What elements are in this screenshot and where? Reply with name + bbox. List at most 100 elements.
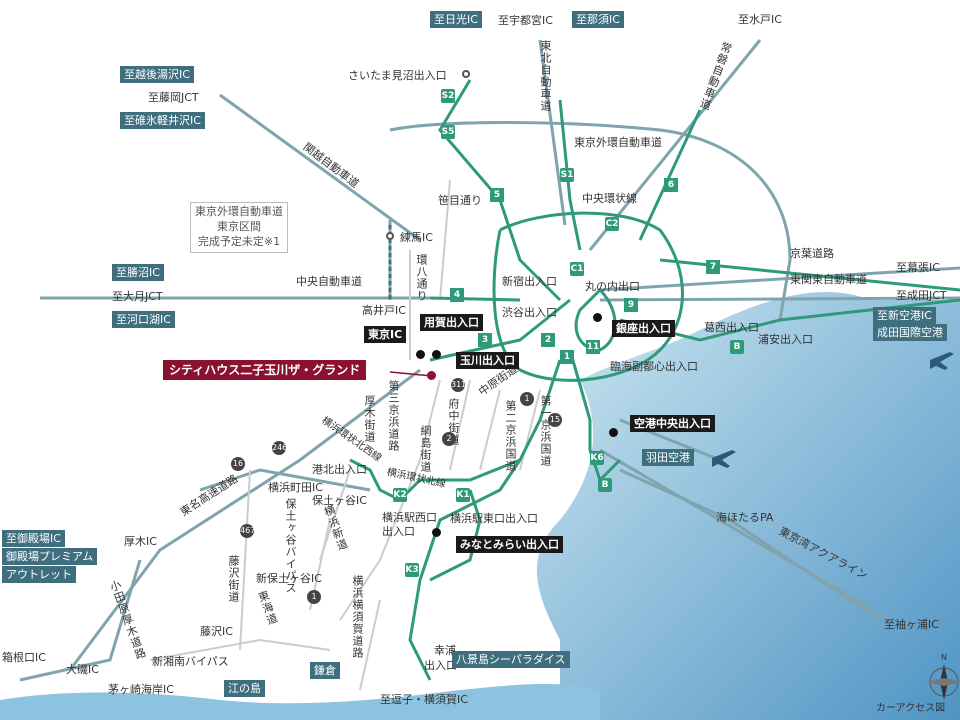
route-marker: 7	[706, 260, 720, 274]
ginza-marker	[593, 313, 602, 322]
road-chuo-expressway: 中央自動車道	[296, 275, 362, 288]
road-higashi-kanto: 東関東自動車道	[790, 273, 867, 286]
place-saitama-minuma: さいたま見沼出入口	[348, 69, 447, 82]
road-daiichi-keihin: 第一京浜国道	[539, 395, 552, 467]
airplane-icon	[930, 352, 954, 370]
minatomirai-marker	[432, 528, 441, 537]
place-umihotaru: 海ほたるPA	[716, 511, 774, 524]
route-marker: B	[730, 340, 744, 354]
place-shibuya: 渋谷出入口	[502, 306, 557, 319]
place-urayasu: 浦安出入口	[758, 333, 813, 346]
airplane-icon	[712, 450, 736, 468]
route-marker: 4	[450, 288, 464, 302]
dest-usui: 至碓氷軽井沢IC	[120, 112, 205, 129]
road-daisan-keihin: 第三京浜道路	[387, 380, 400, 452]
road-sasame: 笹目通り	[438, 194, 482, 207]
place-yokohama-nishi-deiriguchi: 出入口	[382, 525, 415, 538]
property-leader	[389, 371, 433, 377]
place-nerima: 練馬IC	[400, 231, 433, 244]
route-marker: 2	[541, 333, 555, 347]
route-marker: S1	[560, 168, 574, 182]
map-caption: カーアクセス図	[876, 703, 946, 714]
place-ginza: 銀座出入口	[612, 320, 675, 337]
national-road-shield: 16	[231, 457, 245, 471]
route-marker: K3	[405, 563, 419, 577]
dest-utsunomiya: 至宇都宮IC	[498, 14, 553, 27]
place-haneda: 羽田空港	[642, 449, 694, 466]
place-shinjuku: 新宿出入口	[502, 275, 557, 288]
place-atsugi: 厚木IC	[124, 535, 157, 548]
place-tamagawa: 玉川出入口	[456, 352, 519, 369]
dest-narita-jct: 至成田JCT	[896, 289, 947, 302]
compass-north-label: N	[941, 653, 947, 662]
route-marker: K1	[456, 488, 470, 502]
national-road-shield: 15	[548, 413, 562, 427]
place-minatomirai: みなとみらい出入口	[456, 536, 563, 553]
place-oiso: 大磯IC	[66, 663, 99, 676]
place-chigasaki: 茅ヶ崎海岸IC	[108, 683, 174, 696]
road-hodogaya-bypass: 保土ヶ谷バイパス	[284, 498, 297, 594]
property-marker	[427, 371, 436, 380]
dest-shin-kuko: 至新空港IC	[873, 307, 936, 324]
dest-nasu: 至那須IC	[572, 11, 624, 28]
road-chuo-kanjo: 中央環状線	[582, 192, 637, 205]
route-marker: 5	[490, 188, 504, 202]
place-hakkeijima: 八景島シーパラダイス	[452, 651, 570, 668]
dest-makuhari: 至幕張IC	[896, 261, 940, 274]
place-tokyo-ic: 東京IC	[364, 326, 407, 343]
place-yokohama-higashi: 横浜駅東口出入口	[450, 512, 538, 525]
road-tohoku: 東北自動車道	[539, 40, 552, 112]
dest-otsuki: 至大月JCT	[112, 290, 163, 303]
national-road-shield: 1	[520, 392, 534, 406]
place-kamakura: 鎌倉	[310, 662, 340, 679]
national-road-shield: 2	[442, 432, 456, 446]
route-marker: B	[598, 478, 612, 492]
dest-gotemba-outlet: 御殿場プレミアム	[2, 548, 98, 565]
place-yoga: 用賀出入口	[420, 314, 483, 331]
note-line-3: 完成予定未定※1	[197, 234, 281, 248]
road-kanpachi: 環八通り	[415, 254, 428, 302]
property-name-label: シティハウス二子玉川ザ・グランド	[163, 360, 367, 380]
dest-katsunuma: 至勝沼IC	[112, 264, 164, 281]
dest-sodegaura: 至袖ヶ浦IC	[884, 618, 939, 631]
dest-zushi: 至逗子・横須賀IC	[380, 693, 468, 706]
dest-nikko: 至日光IC	[430, 11, 482, 28]
route-marker: C2	[605, 217, 619, 231]
kuko-chuo-marker	[609, 428, 618, 437]
national-road-shield: 246	[272, 441, 287, 455]
road-tsunashima: 綱島街道	[419, 425, 432, 473]
road-yokohama-yokosuka: 横浜横須賀道路	[351, 575, 364, 659]
place-kohoku: 港北出入口	[312, 463, 367, 476]
route-marker: 9	[624, 298, 638, 312]
compass-icon	[926, 664, 960, 700]
place-takaido: 高井戸IC	[362, 304, 406, 317]
place-enoshima: 江の島	[224, 680, 265, 697]
place-kasai: 葛西出入口	[704, 321, 759, 334]
place-rinkai: 臨海副都心出入口	[610, 360, 698, 373]
road-daini-keihin: 第二京浜国道	[504, 400, 517, 472]
route-marker: K6	[590, 451, 604, 465]
route-marker: 6	[664, 178, 678, 192]
place-hodogaya: 保土ヶ谷IC	[312, 494, 367, 507]
place-hakone: 箱根口IC	[2, 651, 46, 664]
dest-narita-airport: 成田国際空港	[873, 324, 947, 341]
route-marker: C1	[570, 262, 584, 276]
dest-echigo-yuzawa: 至越後湯沢IC	[120, 66, 194, 83]
aqualine-road	[619, 468, 881, 622]
dest-fujioka: 至藤岡JCT	[148, 91, 199, 104]
national-road-shield: 311	[451, 378, 466, 392]
place-marunouchi: 丸の内出口	[585, 280, 640, 293]
place-kuko-chuo: 空港中央出入口	[630, 415, 715, 432]
tokyo-ic-marker	[416, 350, 425, 359]
place-koura-deiriguchi: 出入口	[424, 659, 457, 672]
national-road-shield: 467	[240, 524, 255, 538]
road-atsugi-kaido: 厚木街道	[363, 395, 376, 443]
gaikan-note: 東京外環自動車道 東京区間 完成予定未定※1	[190, 202, 288, 253]
tamagawa-marker	[432, 350, 441, 359]
interchange-dot	[386, 232, 394, 240]
road-fujisawa: 藤沢街道	[227, 555, 240, 603]
interchange-dot	[462, 70, 470, 78]
road-gaikan: 東京外環自動車道	[574, 136, 662, 149]
